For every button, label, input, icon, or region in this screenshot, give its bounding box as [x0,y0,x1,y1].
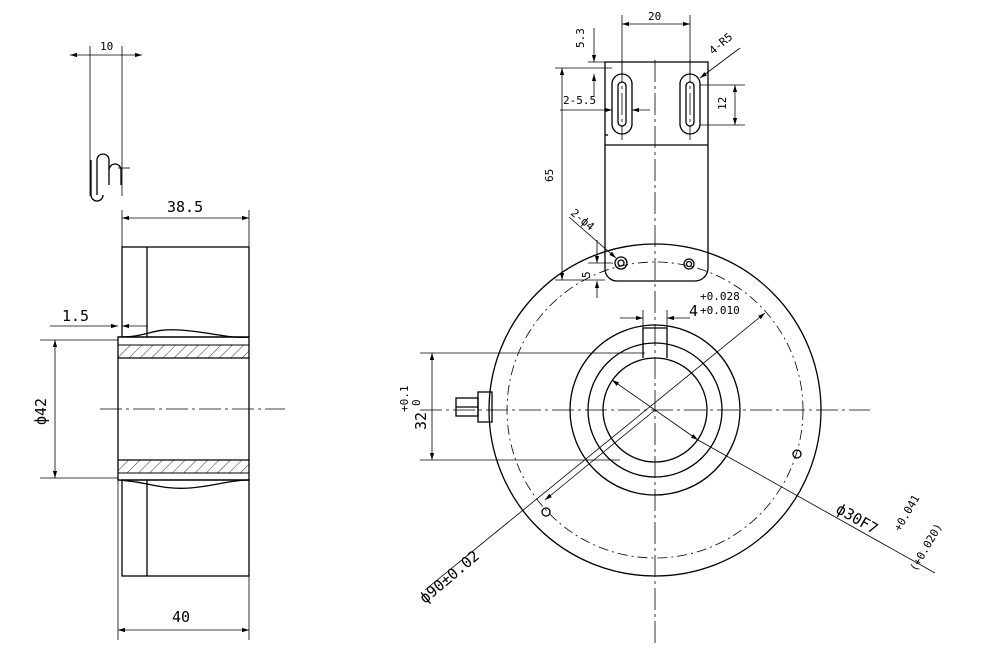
shaft-height-label: 32 [412,412,430,430]
bracket-offset-label: 5 [580,271,593,278]
pitch-circle [506,261,804,559]
bore-diameter-label: ф30F7 [833,500,881,538]
slot-width-label: 2-5.5 [563,94,596,107]
side-slot-detail: 10 [70,40,142,202]
mounting-bracket [604,60,709,282]
keyway-width-label: 4 [689,302,698,320]
slot-top-label: 5.3 [574,28,587,48]
bore-tol-upper: +0.041 [891,493,922,534]
shaft-tol-lower: 0 [410,399,423,406]
outer-diameter-label: ф90±0.02 [416,547,483,607]
side-view: 10 38.5 1.5 ф42 [32,40,285,640]
shaft-tol-upper: +0.1 [398,386,411,413]
side-flange-label: 1.5 [62,307,89,325]
side-total-label: 40 [172,608,190,626]
outer-ring [488,243,822,577]
bore-tol-lower: (+0.020) [907,521,945,573]
side-section-top [117,344,250,359]
slot-length-label: 12 [716,97,729,110]
bracket-height-label: 65 [543,169,556,182]
keyway-tol-upper: +0.028 [700,290,740,303]
side-diameter-label: ф42 [32,398,50,425]
slot-radius-label: 4-R5 [707,30,736,57]
cable-gland [455,391,493,423]
keyway-tol-lower: +0.010 [700,304,740,317]
side-section-bottom [117,459,250,474]
side-depth-label: 38.5 [167,198,203,216]
slot-spacing-label: 20 [648,10,661,23]
front-view: 20 5.3 2-5.5 4-R5 12 65 2-ф4 5 [398,10,945,645]
side-slot-width-label: 10 [100,40,113,53]
